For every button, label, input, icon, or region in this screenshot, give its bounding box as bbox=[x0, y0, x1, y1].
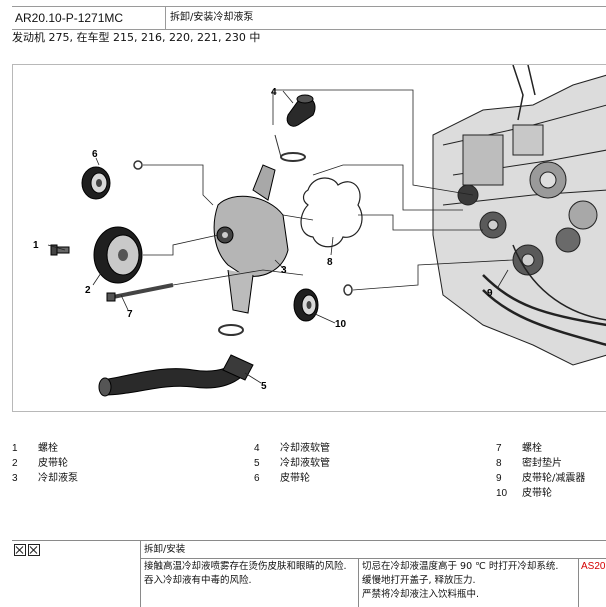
gasket-8 bbox=[300, 177, 363, 248]
bolt-1 bbox=[50, 244, 70, 256]
callout-1: 1 bbox=[33, 240, 39, 251]
measure-line: 切忌在冷却液温度高于 90 ℃ 时打开冷却系统. bbox=[362, 561, 559, 572]
measure-line: 缓慢地打开盖子, 释放压力. bbox=[362, 575, 476, 586]
callout-10: 10 bbox=[335, 319, 347, 330]
expand-collapse-controls[interactable] bbox=[14, 543, 42, 557]
collapse-icon[interactable] bbox=[28, 543, 40, 556]
document-code: AR20.10-P-1271MC bbox=[12, 7, 166, 29]
callout-8: 8 bbox=[327, 257, 333, 268]
pulley-2 bbox=[93, 226, 143, 284]
hazard-description: 接触高温冷却液喷雾存在烫伤皮肤和眼睛的风险. 吞入冷却液有中毒的风险. bbox=[144, 561, 347, 586]
callout-6: 6 bbox=[92, 149, 98, 160]
pulley-6 bbox=[81, 160, 143, 200]
callout-5: 5 bbox=[261, 381, 267, 392]
exploded-view-figure: 1 2 3 4 5 6 7 8 10 9 bbox=[12, 64, 606, 412]
section-label-remove-install: 拆卸/安装 bbox=[144, 544, 186, 555]
coolant-hose-upper bbox=[274, 94, 316, 162]
reference-link[interactable]: AS20 bbox=[581, 561, 606, 572]
coolant-hose-lower bbox=[98, 324, 254, 397]
leader-lines bbox=[47, 89, 514, 384]
expand-icon[interactable] bbox=[14, 543, 26, 556]
callout-3: 3 bbox=[281, 265, 287, 276]
pulley-10 bbox=[293, 284, 353, 322]
callout-2: 2 bbox=[85, 285, 91, 296]
bolt-7 bbox=[106, 283, 174, 302]
applicability-line: 发动机 275, 在车型 215, 216, 220, 221, 230 中 bbox=[12, 31, 261, 44]
measure-line: 严禁将冷却液注入饮料瓶中. bbox=[362, 589, 480, 600]
engine-block bbox=[432, 65, 606, 366]
callout-4: 4 bbox=[271, 87, 277, 98]
coolant-pump bbox=[213, 164, 289, 314]
procedure-table: 拆卸/安装 接触高温冷却液喷雾存在烫伤皮肤和眼睛的风险. 吞入冷却液有中毒的风险… bbox=[12, 540, 606, 607]
document-title: 拆卸/安装冷却液泵 bbox=[170, 12, 254, 23]
callout-7: 7 bbox=[127, 309, 133, 320]
exploded-view-drawing: 1 2 3 4 5 6 7 8 10 9 bbox=[33, 65, 606, 397]
document-header: AR20.10-P-1271MC 拆卸/安装冷却液泵 bbox=[12, 6, 606, 30]
safety-measures: 切忌在冷却液温度高于 90 ℃ 时打开冷却系统. 缓慢地打开盖子, 释放压力. … bbox=[362, 560, 576, 602]
callout-9: 9 bbox=[487, 288, 493, 299]
